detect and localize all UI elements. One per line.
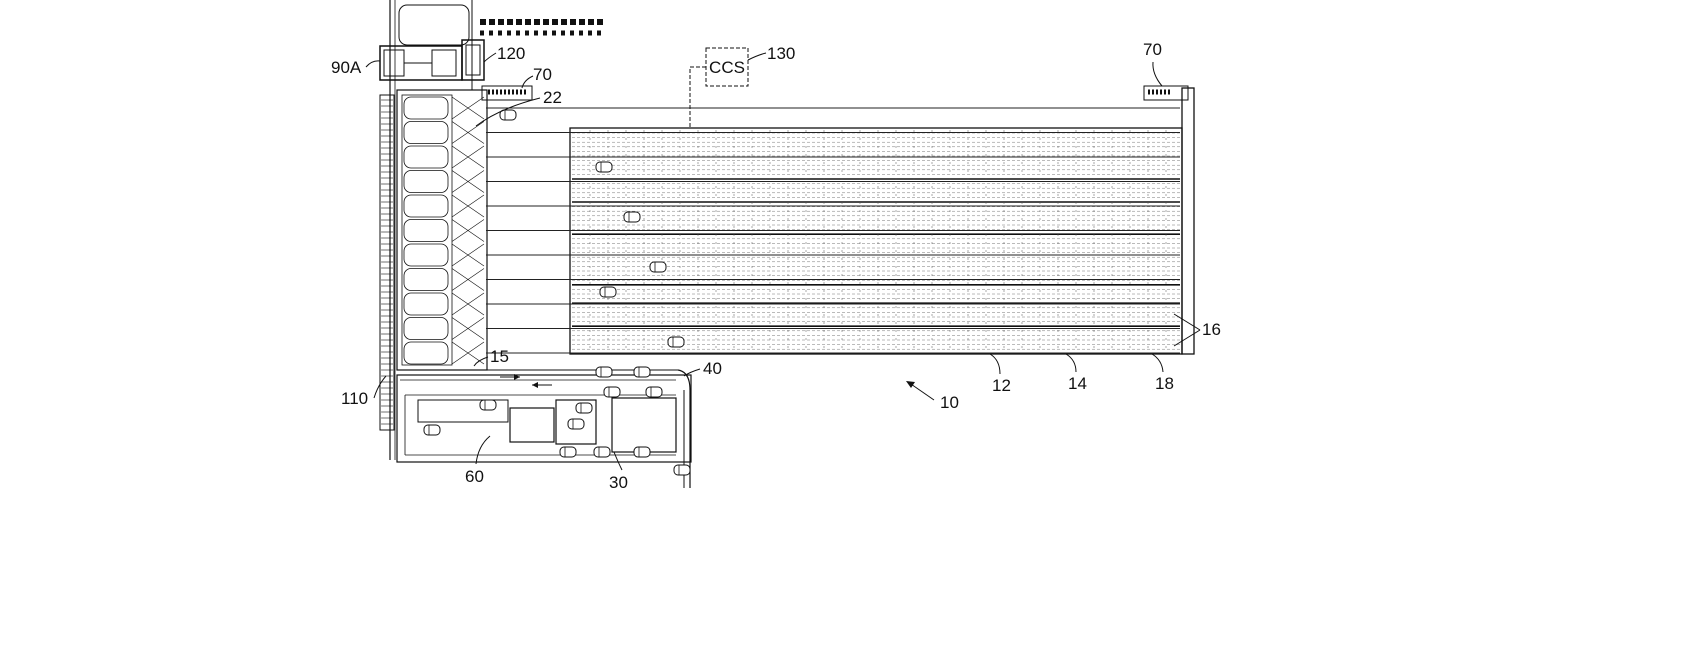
transport-vehicle <box>596 162 612 172</box>
deck-crossover <box>452 244 484 266</box>
left-station-70 <box>482 86 532 100</box>
label-15: 15 <box>490 347 509 366</box>
label-70-right: 70 <box>1143 40 1162 59</box>
label-90a: 90A <box>331 58 362 77</box>
transport-vehicle <box>600 287 616 297</box>
deck-cell <box>404 293 448 315</box>
rack-columns <box>590 130 1166 352</box>
deck-cell <box>404 269 448 291</box>
deck-cell <box>404 318 448 340</box>
transport-vehicle <box>594 447 610 457</box>
deck-crossover <box>452 269 484 291</box>
transfer-aisles <box>486 108 1180 353</box>
label-130: 130 <box>767 44 795 63</box>
label-40: 40 <box>703 359 722 378</box>
deck-cell <box>404 195 448 217</box>
deck-cell <box>404 171 448 193</box>
lift-unit-90a <box>380 46 462 80</box>
lift-rail-ticks <box>381 100 393 424</box>
transport-vehicle <box>596 367 612 377</box>
transport-vehicle <box>634 447 650 457</box>
deck-crossover <box>452 195 484 217</box>
ccs-box: CCS <box>690 48 748 128</box>
lift-rail <box>380 95 394 430</box>
transport-vehicle <box>568 419 584 429</box>
deck-cell <box>404 244 448 266</box>
deck-crossover <box>452 318 484 340</box>
deck-crossover <box>452 220 484 242</box>
label-22: 22 <box>543 88 562 107</box>
transport-vehicle <box>500 110 516 120</box>
label-30: 30 <box>609 473 628 492</box>
transport-vehicles <box>424 110 690 475</box>
deck-cell <box>404 220 448 242</box>
transport-vehicle <box>604 387 620 397</box>
transport-vehicle <box>674 465 690 475</box>
label-12: 12 <box>992 376 1011 395</box>
label-10: 10 <box>940 393 959 412</box>
deck-cell <box>404 122 448 144</box>
deck-crossover <box>452 97 484 119</box>
transport-vehicle <box>624 212 640 222</box>
transfer-deck <box>390 0 487 460</box>
label-110: 110 <box>341 389 368 408</box>
transport-vehicle <box>646 387 662 397</box>
transport-vehicle <box>576 403 592 413</box>
deck-cell <box>404 342 448 364</box>
transport-vehicle <box>480 400 496 410</box>
transport-vehicle <box>424 425 440 435</box>
transport-vehicle <box>560 447 576 457</box>
label-60: 60 <box>465 467 484 486</box>
deck-crossover <box>452 122 484 144</box>
deck-crossover <box>452 146 484 168</box>
deck-cell <box>404 146 448 168</box>
conveyor-loop <box>397 110 691 488</box>
label-16: 16 <box>1202 320 1221 339</box>
deck-crossover <box>452 293 484 315</box>
transport-vehicle <box>650 262 666 272</box>
label-14: 14 <box>1068 374 1087 393</box>
label-70-left: 70 <box>533 65 552 84</box>
lift-unit-120 <box>462 40 484 80</box>
rack-rows <box>572 133 1180 349</box>
ccs-label: CCS <box>709 58 745 77</box>
deck-cells <box>404 97 484 364</box>
transport-vehicle <box>668 337 684 347</box>
transport-vehicle <box>634 367 650 377</box>
deck-crossover <box>452 171 484 193</box>
top-conveyor <box>480 22 604 33</box>
label-120: 120 <box>497 44 525 63</box>
label-18: 18 <box>1155 374 1174 393</box>
deck-cell <box>404 97 448 119</box>
storage-structure <box>482 86 1194 354</box>
